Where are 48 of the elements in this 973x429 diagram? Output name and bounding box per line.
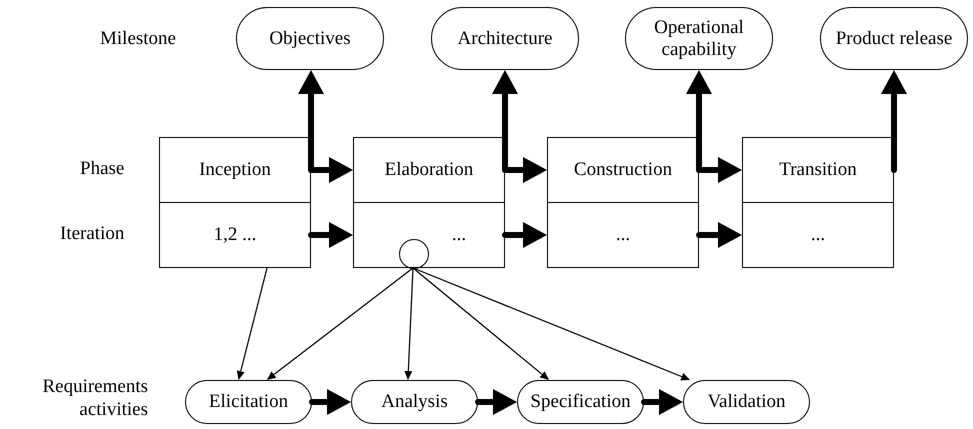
milestone-pill: [185, 380, 312, 424]
node-text: Analysis: [381, 391, 448, 413]
arrow: [881, 70, 907, 173]
node-text: Operational capability: [653, 16, 745, 60]
arrow: [412, 267, 690, 380]
arrow: [475, 389, 517, 415]
table-cell: [742, 202, 894, 268]
node-text: Product release: [836, 28, 952, 50]
node-text: Validation: [707, 391, 786, 413]
arrow: [236, 268, 268, 380]
row-label: Requirements activities: [41, 376, 148, 422]
node-text: Construction: [574, 159, 672, 181]
table-cell: [353, 202, 505, 268]
arrow: [696, 222, 742, 248]
node-text: Inception: [199, 159, 271, 181]
arrow: [308, 222, 353, 248]
arrow: [308, 157, 353, 183]
row-label: Milestone: [100, 28, 177, 51]
row-label: Phase: [80, 158, 126, 181]
node-text: 1,2 ...: [214, 224, 256, 246]
node-text: ...: [810, 224, 826, 246]
row-label: Iteration: [60, 223, 126, 246]
node-text: ...: [452, 224, 466, 246]
arrow: [502, 222, 547, 248]
table-cell: [547, 202, 699, 268]
milestone-pill: [517, 380, 644, 424]
arrow: [309, 389, 351, 415]
arrow: [404, 268, 414, 380]
table-cell: [353, 137, 505, 203]
arrow: [641, 389, 683, 415]
table-cell: [159, 137, 311, 203]
table-cell: [742, 137, 894, 203]
node-text: Objectives: [269, 28, 351, 50]
milestone-pill: [683, 380, 810, 424]
arrow: [412, 268, 550, 380]
arrow: [502, 157, 547, 183]
milestone-pill: [351, 380, 478, 424]
circle-node: [399, 239, 429, 269]
table-cell: [159, 202, 311, 268]
arrow: [266, 268, 414, 380]
node-text: ...: [616, 224, 630, 246]
arrow: [696, 157, 742, 183]
node-text: Elicitation: [208, 391, 288, 413]
node-text: Elaboration: [384, 159, 474, 181]
table-cell: [547, 137, 699, 203]
node-text: Specification: [530, 391, 631, 413]
node-text: Transition: [779, 159, 857, 181]
node-text: Architecture: [458, 28, 552, 50]
